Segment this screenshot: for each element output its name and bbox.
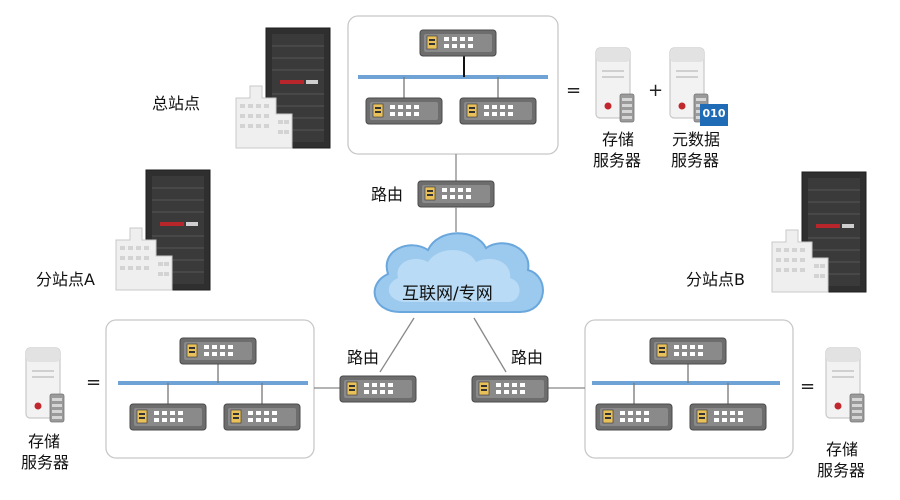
branch-a-storage-server-icon [25, 347, 65, 423]
hq-access-switch-1-icon [365, 97, 443, 125]
branch-b-router-icon [471, 375, 549, 403]
branch-a-storage-server-label-2: 服务器 [20, 453, 69, 472]
branch-b-equals-sign: = [800, 376, 816, 397]
branch-a-core-switch-icon [179, 337, 257, 365]
branch-a-site-label: 分站点A [36, 270, 95, 289]
branch-a-access-switch-1-icon [129, 403, 207, 431]
hq-plus-sign: + [648, 80, 664, 101]
branch-a-equals-sign: = [86, 372, 102, 393]
branch-b-storage-server-icon [825, 347, 865, 423]
hq-site-label: 总站点 [152, 94, 201, 113]
hq-core-switch-icon [419, 29, 497, 57]
branch-b-router-label: 路由 [511, 348, 544, 367]
branch-b-building-icon [771, 171, 867, 293]
hq-storage-server-label-1: 存储 [601, 130, 634, 149]
branch-b-site-label: 分站点B [686, 270, 745, 289]
branch-a-router-label: 路由 [347, 348, 380, 367]
hq-access-switch-2-icon [459, 97, 537, 125]
hq-metadata-server-label-2: 服务器 [670, 151, 719, 170]
branch-b-storage-server-label-1: 存储 [825, 440, 858, 459]
branch-b-storage-server-label-2: 服务器 [816, 461, 865, 480]
branch-a-access-switch-2-icon [223, 403, 301, 431]
branch-a-router-icon [339, 375, 417, 403]
hq-building-icon [235, 27, 331, 149]
hq-storage-server-icon [595, 47, 635, 123]
hq-storage-server-label-2: 服务器 [592, 151, 641, 170]
hq-router-icon [417, 180, 495, 208]
cloud-label: 互联网/专网 [402, 284, 493, 304]
hq-metadata-server-icon [669, 47, 728, 126]
branch-b-core-switch-icon [649, 337, 727, 365]
hq-metadata-server-label-1: 元数据 [671, 130, 720, 149]
hq-equals-sign: = [566, 80, 582, 101]
branch-a-storage-server-label-1: 存储 [27, 432, 60, 451]
branch-a-building-icon [115, 169, 211, 291]
branch-b-access-switch-2-icon [689, 403, 767, 431]
metadata-badge-text: 010 [702, 107, 726, 120]
branch-b-access-switch-1-icon [595, 403, 673, 431]
hq-router-label: 路由 [371, 185, 404, 204]
internet-cloud-icon [373, 232, 544, 313]
